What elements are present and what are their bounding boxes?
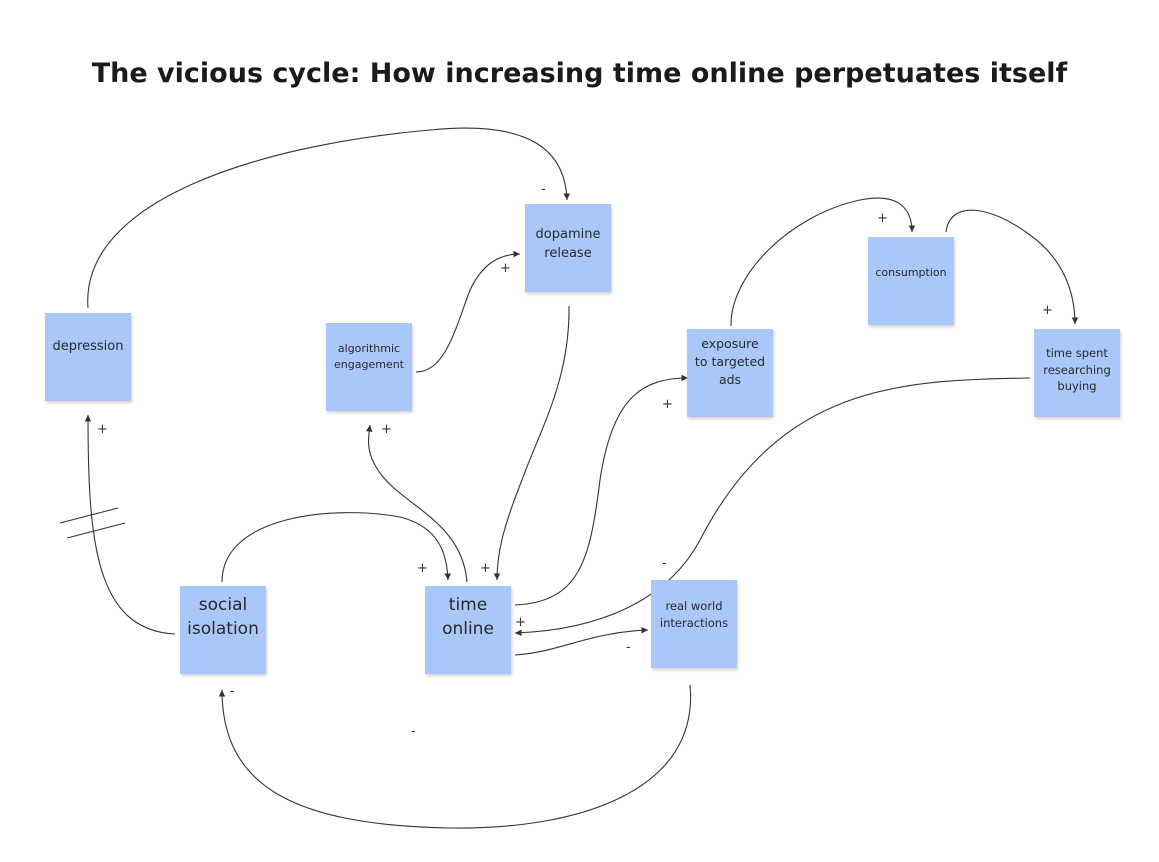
node-algorithmic-engagement[interactable]: algorithmic engagement bbox=[326, 323, 412, 411]
polarity-social-to-depression: + bbox=[97, 422, 108, 437]
node-social-isolation[interactable]: social isolation bbox=[180, 586, 266, 674]
polarity-depression-to-dopamine: - bbox=[541, 182, 546, 197]
link-social-to-depression bbox=[84, 414, 176, 635]
node-time-online[interactable]: time online bbox=[425, 586, 511, 674]
polarity-dopamine-to-time-online: + bbox=[480, 561, 491, 576]
node-dopamine-release[interactable]: dopamine release bbox=[525, 204, 611, 292]
link-consumption-to-time-spent bbox=[945, 209, 1079, 325]
node-time-spent-researching-buying[interactable]: time spent researching buying bbox=[1034, 329, 1120, 417]
link-social-to-time-online bbox=[221, 512, 452, 583]
node-exposure-to-targeted-ads[interactable]: exposure to targeted ads bbox=[687, 329, 773, 417]
polarity-real-world-to-time-online: + bbox=[515, 615, 526, 630]
polarity-time-online-to-real-world: - bbox=[626, 640, 631, 655]
polarity-time-online-to-algorithmic: + bbox=[381, 422, 392, 437]
link-algorithmic-to-dopamine bbox=[415, 250, 521, 373]
polarity-time-online-to-exposure: + bbox=[662, 397, 673, 412]
diagram-title: The vicious cycle: How increasing time o… bbox=[91, 58, 1068, 89]
polarity-real-world-to-social-b: - bbox=[411, 724, 416, 739]
link-depression-to-dopamine bbox=[87, 127, 571, 309]
link-time-online-to-algorithmic bbox=[365, 424, 468, 583]
polarity-algorithmic-to-dopamine: + bbox=[500, 261, 511, 276]
polarity-time-spent-to-real-world: - bbox=[662, 556, 667, 571]
link-exposure-to-consumption bbox=[730, 197, 916, 327]
node-real-world-interactions[interactable]: real world interactions bbox=[651, 580, 737, 668]
polarity-consumption-to-time-spent: + bbox=[1042, 303, 1053, 318]
link-time-spent-to-time-online bbox=[514, 377, 1031, 637]
polarity-social-to-time-online: + bbox=[417, 561, 428, 576]
link-real-world-to-social bbox=[218, 684, 692, 829]
node-depression[interactable]: depression bbox=[45, 313, 131, 401]
node-consumption[interactable]: consumption bbox=[868, 237, 954, 325]
polarity-real-world-to-social-a: - bbox=[230, 684, 235, 699]
link-time-online-to-exposure bbox=[514, 374, 689, 606]
link-dopamine-to-time-online bbox=[493, 305, 570, 581]
delay-mark bbox=[66, 522, 126, 539]
delay-mark bbox=[59, 507, 119, 524]
polarity-exposure-to-consumption: + bbox=[877, 211, 888, 226]
link-time-online-to-real-world bbox=[514, 626, 649, 656]
